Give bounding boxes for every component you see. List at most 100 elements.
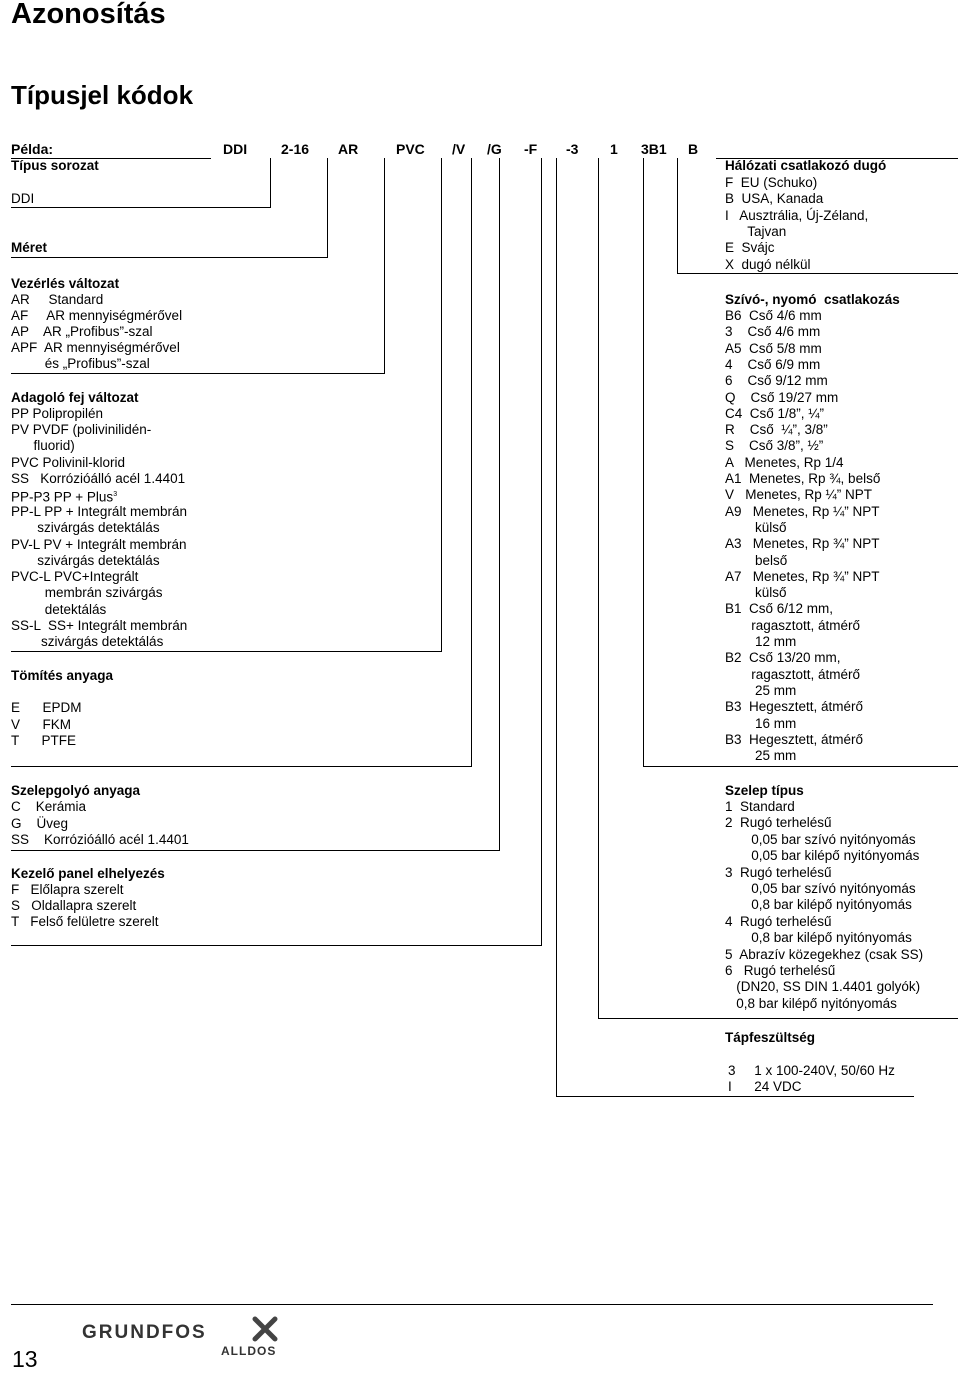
head-item: szivárgás detektálás <box>11 553 160 568</box>
code-head: PVC <box>396 141 425 157</box>
page-number: 13 <box>12 1346 38 1372</box>
connection-item: ragasztott, átmérő <box>725 617 861 633</box>
connection-item: A Menetes, Rp 1/4 <box>725 454 844 470</box>
connector-series-h <box>11 207 271 208</box>
plug-item: I Ausztrália, Új-Zéland, <box>725 208 869 223</box>
panel-title: Kezelő panel elhelyezés <box>11 866 165 881</box>
head-item: PVC Polivinil-klorid <box>11 455 126 470</box>
panel-item: T Felső felületre szerelt <box>11 914 159 929</box>
seal-title: Tömítés anyaga <box>11 668 114 683</box>
ball-item: SS Korrózióálló acél 1.4401 <box>11 832 189 847</box>
connection-item: R Cső ¼”, 3/8” <box>725 422 828 438</box>
connection-item: A7 Menetes, Rp ¾” NPT <box>725 568 880 584</box>
connector-plug-h <box>677 273 958 274</box>
code-voltage: 1 <box>610 141 618 157</box>
connector-panel-h <box>11 945 542 946</box>
connection-item: A9 Menetes, Rp ¼” NPT <box>725 503 880 519</box>
connection-item: 6 Cső 9/12 mm <box>725 373 828 389</box>
control-title: Vezérlés változat <box>11 276 120 291</box>
control-item: AF AR mennyiségmérővel <box>11 308 183 323</box>
code-connection: 3B1 <box>641 141 667 157</box>
connector-head <box>441 158 442 651</box>
connection-item: Q Cső 19/27 mm <box>725 389 839 405</box>
connection-item: A3 Menetes, Rp ¾” NPT <box>725 536 880 552</box>
connector-plug <box>677 158 678 273</box>
connector-voltage <box>556 158 557 1096</box>
connection-item: belső <box>725 552 788 568</box>
connector-connection <box>643 158 644 766</box>
valve-item: 0,8 bar kilépő nyitónyomás <box>725 995 897 1011</box>
connection-item: C4 Cső 1/8”, ¼” <box>725 405 825 421</box>
plug-item: X dugó nélkül <box>725 257 811 272</box>
head-item: szivárgás detektálás <box>11 634 164 649</box>
head-item: PV-L PV + Integrált membrán <box>11 537 187 552</box>
connection-item: B1 Cső 6/12 mm, <box>725 601 834 617</box>
control-item: AR Standard <box>11 292 104 307</box>
valve-item: 5 Abrazív közegekhez (csak SS) <box>725 946 924 962</box>
head-item: membrán szivárgás <box>11 585 163 600</box>
voltage-title: Tápfeszültség <box>725 1030 816 1045</box>
connection-item: A1 Menetes, Rp ¾, belső <box>725 471 881 486</box>
plug-item: B USA, Kanada <box>725 191 824 206</box>
connector-series <box>270 158 271 207</box>
connection-item: külső <box>725 585 787 601</box>
plug-title-line <box>716 158 958 159</box>
panel-item: F Előlapra szerelt <box>11 882 124 897</box>
seal-item: T PTFE <box>11 733 77 748</box>
connector-seal <box>471 158 472 766</box>
control-item: és „Profibus”-szal <box>11 356 150 371</box>
head-item: SS-L SS+ Integrált membrán <box>11 618 188 633</box>
series-value: DDI <box>11 191 35 206</box>
valve-item: 0,05 bar kilépő nyitónyomás <box>725 848 920 864</box>
connector-control-h <box>11 373 385 374</box>
connector-ball-h <box>11 850 500 851</box>
connection-item: ragasztott, átmérő <box>725 666 861 682</box>
section-title: Típusjel kódok <box>11 80 194 110</box>
connector-valve-h <box>598 1018 958 1019</box>
plug-item: Tajvan <box>725 224 787 239</box>
valve-item: 0,8 bar kilépő nyitónyomás <box>725 897 912 913</box>
connector-seal-h <box>11 766 472 767</box>
head-pp3-sup: 3 <box>113 491 118 498</box>
connector-head-h <box>11 651 442 652</box>
code-series: DDI <box>223 141 248 157</box>
connector-ball <box>499 158 500 850</box>
head-item: PVC-L PVC+Integrált <box>11 569 139 584</box>
head-item: PP-L PP + Integrált membrán <box>11 504 187 519</box>
valve-item: 0,05 bar szívó nyitónyomás <box>725 831 916 847</box>
head-title: Adagoló fej változat <box>11 390 139 405</box>
code-panel: -F <box>524 141 538 157</box>
head-item: PV PVDF (polivinilidén- <box>11 422 152 437</box>
connection-item: V Menetes, Rp ¼” NPT <box>725 487 873 503</box>
seal-item: E EPDM <box>11 700 82 715</box>
ball-title: Szelepgolyó anyaga <box>11 783 141 798</box>
code-valve: -3 <box>566 141 579 157</box>
code-size: 2-16 <box>281 141 310 157</box>
example-label: Példa: <box>11 141 54 157</box>
valve-item: 2 Rugó terhelésű <box>725 815 832 831</box>
grundfos-logo-text: GRUNDFOS <box>82 1322 207 1343</box>
grundfos-x-icon <box>252 1316 278 1347</box>
valve-item: 0,05 bar szívó nyitónyomás <box>725 881 916 896</box>
plug-item: E Svájc <box>725 240 775 255</box>
connection-item: 12 mm <box>725 634 797 649</box>
connection-item: B3 Hegesztett, átmérő <box>725 699 864 715</box>
head-item: szivárgás detektálás <box>11 520 160 535</box>
control-item: APF AR mennyiségmérővel <box>11 340 180 355</box>
page-heading: Azonosítás <box>11 0 166 30</box>
control-item: AP AR „Profibus”-szal <box>11 324 153 339</box>
alldos-logo-text: ALLDOS <box>221 1344 277 1358</box>
code-ball: /G <box>487 141 502 157</box>
valve-item: 1 Standard <box>725 799 795 814</box>
head-item: PP Polipropilén <box>11 406 104 421</box>
connection-item: A5 Cső 5/8 mm <box>725 340 822 356</box>
head-item: detektálás <box>11 602 107 617</box>
connector-connection-h <box>643 766 958 767</box>
panel-item: S Oldallapra szerelt <box>11 898 137 913</box>
head-item-pp3: PP-P3 PP + Plus3 <box>11 487 117 506</box>
head-item: fluorid) <box>11 438 75 453</box>
valve-item: 3 Rugó terhelésű <box>725 864 832 880</box>
connection-item: B6 Cső 4/6 mm <box>725 308 822 323</box>
connection-item: S Cső 3/8”, ½” <box>725 438 824 454</box>
connection-item: B3 Hegesztett, átmérő <box>725 731 864 747</box>
